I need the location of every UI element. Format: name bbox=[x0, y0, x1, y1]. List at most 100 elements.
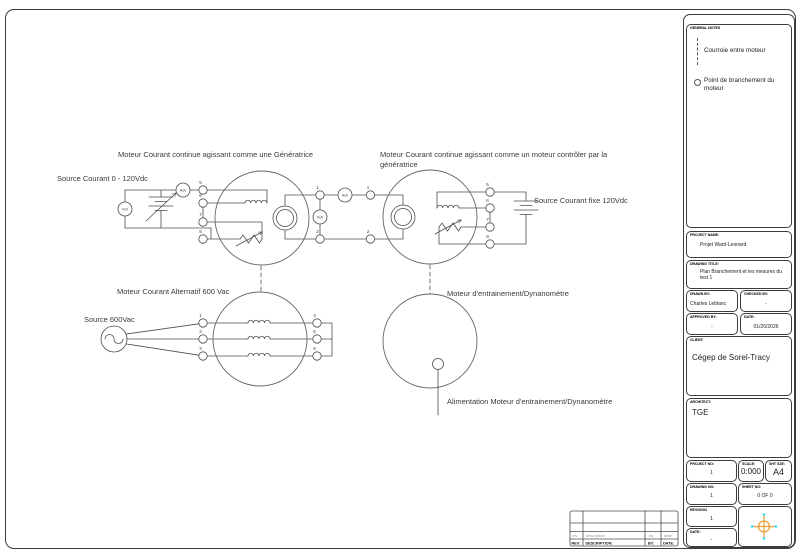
terminal bbox=[198, 318, 208, 328]
dyno-body bbox=[382, 293, 478, 389]
revision-header-light: rev description by date bbox=[572, 533, 673, 538]
field-coil bbox=[436, 204, 460, 209]
terminal bbox=[315, 234, 325, 244]
terminal-number: 8 bbox=[486, 234, 489, 239]
wires bbox=[436, 191, 527, 245]
ammeter-label: Ach bbox=[180, 188, 187, 192]
terminal-numbers: 5 6 7 8 1 2 bbox=[199, 180, 319, 234]
terminal bbox=[365, 190, 376, 200]
dc-motor-title-line1: Moteur Courant continue agissant comme u… bbox=[380, 150, 608, 159]
terminal-number: 1 bbox=[199, 313, 202, 318]
terminal bbox=[315, 190, 325, 200]
wires bbox=[124, 189, 404, 240]
drawing-title-label: DRAWING TITLE: bbox=[690, 262, 719, 266]
terminal bbox=[198, 185, 208, 195]
sheet-border bbox=[5, 9, 796, 549]
title-block-panel bbox=[683, 14, 795, 548]
origin-compass-icon bbox=[750, 513, 778, 540]
motor-body bbox=[212, 291, 308, 387]
rev-col-label: rev bbox=[572, 533, 578, 538]
client-box: CLIENT: Cégep de Sorel-Tracy bbox=[686, 336, 792, 396]
compass-circle bbox=[757, 520, 771, 533]
terminal bbox=[485, 239, 495, 249]
revision-box: REVISION 1 bbox=[686, 506, 737, 527]
grip-marker bbox=[750, 525, 754, 528]
motor-body bbox=[382, 169, 478, 265]
terminal-number: 1 bbox=[316, 185, 319, 190]
project-name-box: PROJECT NAME: Projet Ward-Leonard bbox=[686, 231, 792, 258]
project-no-value: 1 bbox=[710, 470, 713, 476]
terminal-number: 6 bbox=[486, 198, 489, 203]
terminal-number: 2 bbox=[367, 229, 370, 234]
terminal bbox=[312, 351, 322, 361]
grip-marker bbox=[762, 513, 766, 516]
by-col-header: BY: bbox=[648, 541, 654, 545]
dc-generator-title: Moteur Courant continue agissant comme u… bbox=[118, 150, 313, 159]
point-note-text: Point de branchement du moteur bbox=[704, 77, 775, 92]
client-label: CLIENT: bbox=[690, 338, 704, 342]
rheostat bbox=[239, 234, 263, 244]
terminal-number: 5 bbox=[486, 182, 489, 187]
terminal bbox=[365, 234, 376, 244]
terminal bbox=[198, 351, 208, 361]
dc-motor-title-line2: génératrice bbox=[380, 160, 418, 169]
project-name-value: Projet Ward-Leonard bbox=[700, 242, 747, 248]
terminal bbox=[485, 203, 495, 213]
rev-date-value: - bbox=[710, 537, 713, 543]
date-col-header: DATE: bbox=[663, 541, 674, 545]
schematic-labels: Moteur Courant continue agissant comme u… bbox=[57, 150, 628, 406]
belt-line-icon bbox=[697, 38, 698, 65]
terminal-numbers: 1 2 5 6 7 8 bbox=[367, 182, 490, 239]
meter-labels: Vch Ach Vch Ach bbox=[122, 188, 349, 219]
motor-body bbox=[214, 170, 310, 266]
connection-point-icon bbox=[694, 79, 701, 86]
terminal bbox=[312, 334, 322, 344]
revision-label: REVISION bbox=[690, 508, 707, 512]
terminal-number: 5 bbox=[199, 180, 202, 185]
drawn-by-label: DRAWN BY: bbox=[690, 292, 711, 296]
voltmeter bbox=[117, 201, 133, 217]
approved-by-value: - bbox=[711, 324, 713, 330]
battery-fixed-symbol bbox=[513, 200, 539, 215]
sheet-size-label: SHT SZE: bbox=[769, 462, 785, 466]
rev-date-label: DATE: bbox=[690, 530, 701, 534]
revision-value: 1 bbox=[710, 516, 713, 522]
drawn-by-box: DRAWN BY: Charles Leblanc bbox=[686, 290, 738, 312]
terminals bbox=[198, 318, 322, 361]
terminals bbox=[365, 187, 495, 249]
drawing-no-value: 1 bbox=[710, 493, 713, 499]
terminal bbox=[198, 198, 208, 208]
date-box: DATE: 01/26/2026 bbox=[740, 313, 792, 335]
ammeter-link bbox=[337, 187, 353, 203]
sheet-size-value: A4 bbox=[772, 467, 784, 477]
terminal bbox=[485, 187, 495, 197]
architect-label: ARCHITECT: bbox=[690, 400, 712, 404]
date-col-label: date bbox=[664, 533, 673, 538]
description-col-label: description bbox=[586, 533, 605, 538]
drawing-no-label: DRAWING NO: bbox=[690, 485, 715, 489]
terminal-number: 8 bbox=[199, 229, 202, 234]
date-value: 01/26/2026 bbox=[753, 324, 779, 330]
date-label: DATE: bbox=[744, 315, 755, 319]
terminal-number: 3 bbox=[199, 346, 202, 351]
ac-motor-title: Moteur Courant Alternatif 600 Vac bbox=[117, 287, 230, 296]
rev-col-header: REV: bbox=[572, 541, 581, 545]
architect-value: TGE bbox=[692, 408, 709, 417]
terminal-number: 4 bbox=[313, 313, 316, 318]
ac-motor-circuit: 1 2 3 4 5 6 bbox=[100, 291, 333, 387]
terminal-number: 6 bbox=[199, 193, 202, 198]
drawn-by-value: Charles Leblanc bbox=[690, 301, 727, 307]
stator-coil bbox=[247, 319, 271, 357]
scale-label: SCALE: bbox=[742, 462, 756, 466]
terminal bbox=[312, 318, 322, 328]
checked-by-label: CHECKED BY: bbox=[744, 292, 769, 296]
approved-by-box: APPROVED BY: - bbox=[686, 313, 738, 335]
schematic-canvas: Moteur Courant continue agissant comme u… bbox=[57, 150, 679, 547]
terminal bbox=[198, 234, 208, 244]
ammeter-label: Ach bbox=[342, 193, 349, 197]
rheostat-arrow bbox=[434, 220, 461, 235]
architect-box: ARCHITECT: TGE bbox=[686, 398, 792, 458]
voltmeter-armature bbox=[312, 209, 328, 225]
project-no-box: PROJECT NO: 1 bbox=[686, 460, 737, 482]
terminal bbox=[198, 334, 208, 344]
